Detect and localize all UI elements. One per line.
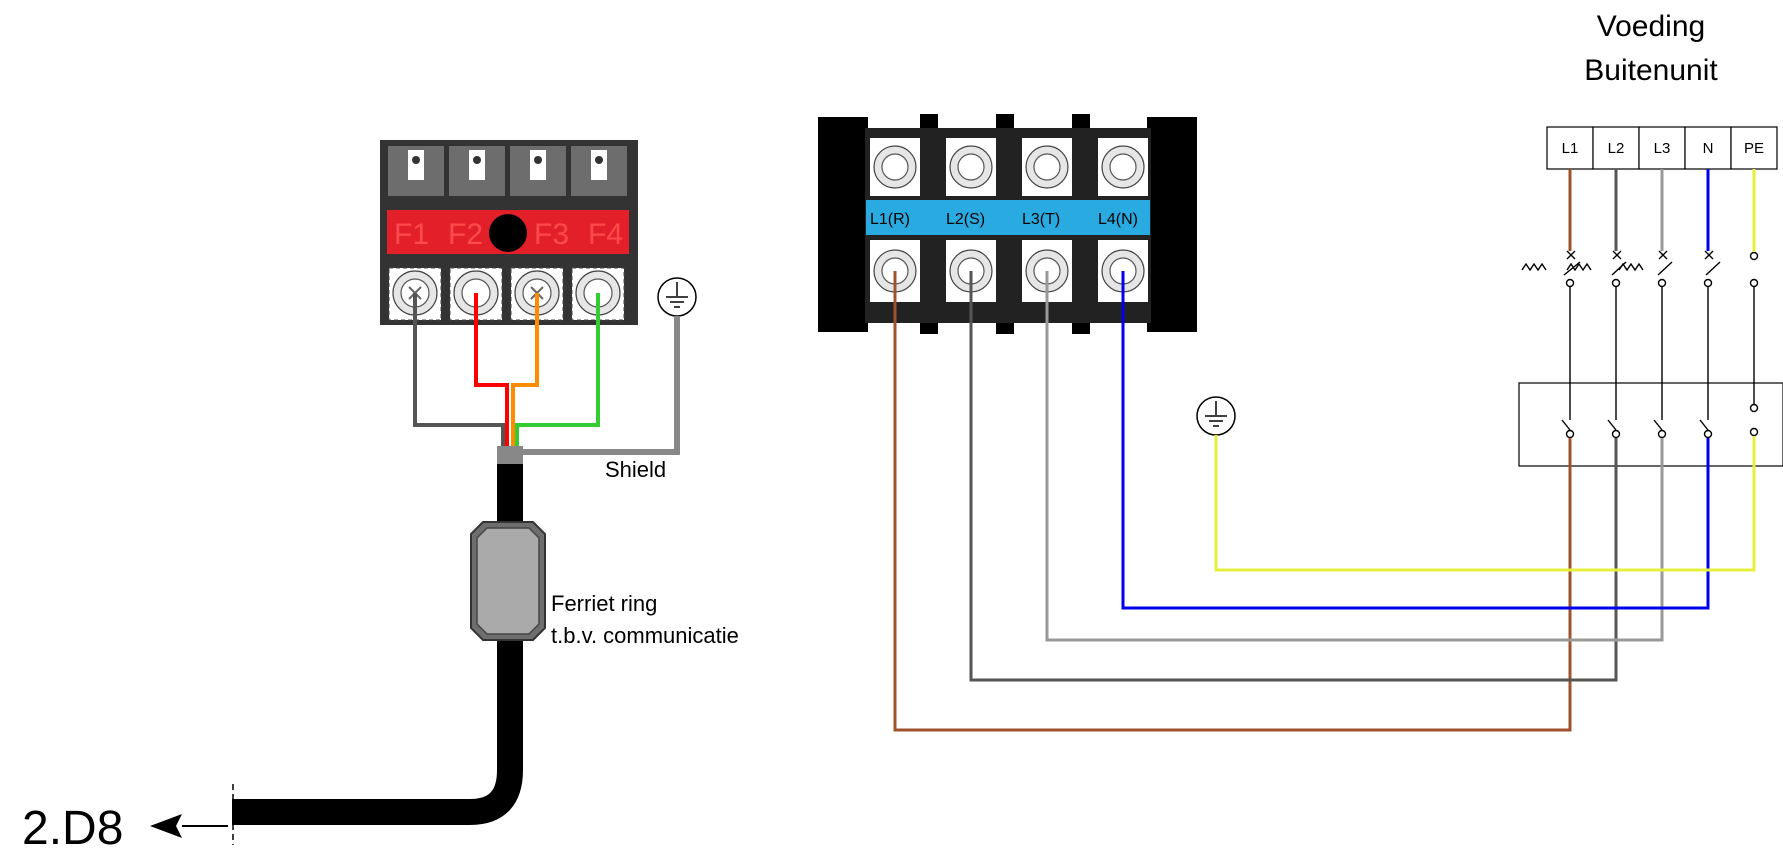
communication-cable [232, 446, 546, 845]
wire-pe [1214, 169, 1756, 572]
comm-wires [413, 293, 680, 455]
communication-terminal-block: F1 F2 F3 F4 [380, 140, 638, 325]
ground-icon [657, 277, 697, 317]
wire-f1 [413, 293, 505, 452]
supply-title-line1: Voeding [1597, 10, 1705, 43]
terminal-label-f1: F1 [394, 218, 429, 251]
supply-terminal-boxes: L1 L2 L3 N PE [1546, 126, 1778, 170]
strip-label-l3: L3(T) [1022, 211, 1060, 228]
comm-center-hole [489, 214, 527, 252]
power-strip-band [866, 200, 1150, 235]
wire-shield [505, 316, 680, 455]
shield-label: Shield [605, 457, 666, 482]
strip-label-l4: L4(N) [1098, 211, 1138, 228]
wire-l3 [1045, 169, 1664, 642]
switch-box [1518, 382, 1783, 467]
terminal-label-f4: F4 [588, 218, 623, 251]
destination-label: 2.D8 [22, 802, 123, 852]
strip-label-l1: L1(R) [870, 211, 910, 228]
supply-label-l2: L2 [1608, 140, 1625, 157]
terminal-label-f2: F2 [448, 218, 483, 251]
ferrite-label-line2: t.b.v. communicatie [551, 623, 739, 648]
strip-screws [870, 138, 1148, 302]
ground-icon [1196, 396, 1236, 436]
supply-title-line2: Buitenunit [1584, 54, 1718, 87]
wire-f4 [515, 293, 600, 452]
supply-label-l1: L1 [1562, 140, 1579, 157]
terminal-label-f3: F3 [534, 218, 569, 251]
destination-arrow-icon [150, 814, 228, 838]
power-wires [893, 169, 1756, 732]
supply-label-n: N [1703, 140, 1714, 157]
supply-label-pe: PE [1744, 140, 1764, 157]
wire-l2 [969, 169, 1618, 682]
wire-l1 [893, 169, 1572, 732]
wire-n [1121, 169, 1710, 610]
ferrite-ring-icon [470, 521, 546, 641]
wire-f3 [511, 293, 539, 452]
ferrite-label-line1: Ferriet ring [551, 591, 657, 616]
supply-label-l3: L3 [1654, 140, 1671, 157]
comm-top-connectors [388, 146, 627, 196]
circuit-breaker-icon [1521, 250, 1759, 288]
power-terminal-strip: L1(R) L2(S) L3(T) L4(N) [818, 114, 1197, 334]
supply-schematic-links [1569, 287, 1755, 420]
strip-label-l2: L2(S) [946, 211, 985, 228]
wire-f2 [474, 293, 509, 452]
